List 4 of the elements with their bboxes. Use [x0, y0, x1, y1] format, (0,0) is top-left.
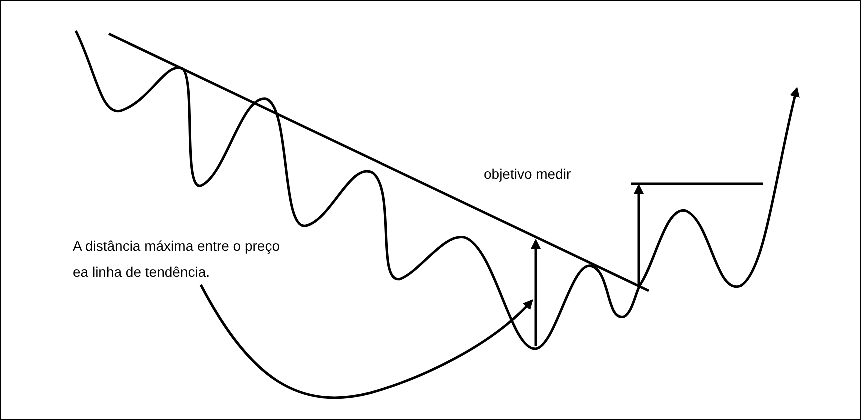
- distance-arrow: [531, 239, 541, 346]
- curved-arrow: [200, 284, 534, 400]
- annotation-text: objetivo medir: [484, 165, 572, 184]
- annotation-text: A distância máxima entre o preço ea linha de tendência.: [73, 233, 298, 285]
